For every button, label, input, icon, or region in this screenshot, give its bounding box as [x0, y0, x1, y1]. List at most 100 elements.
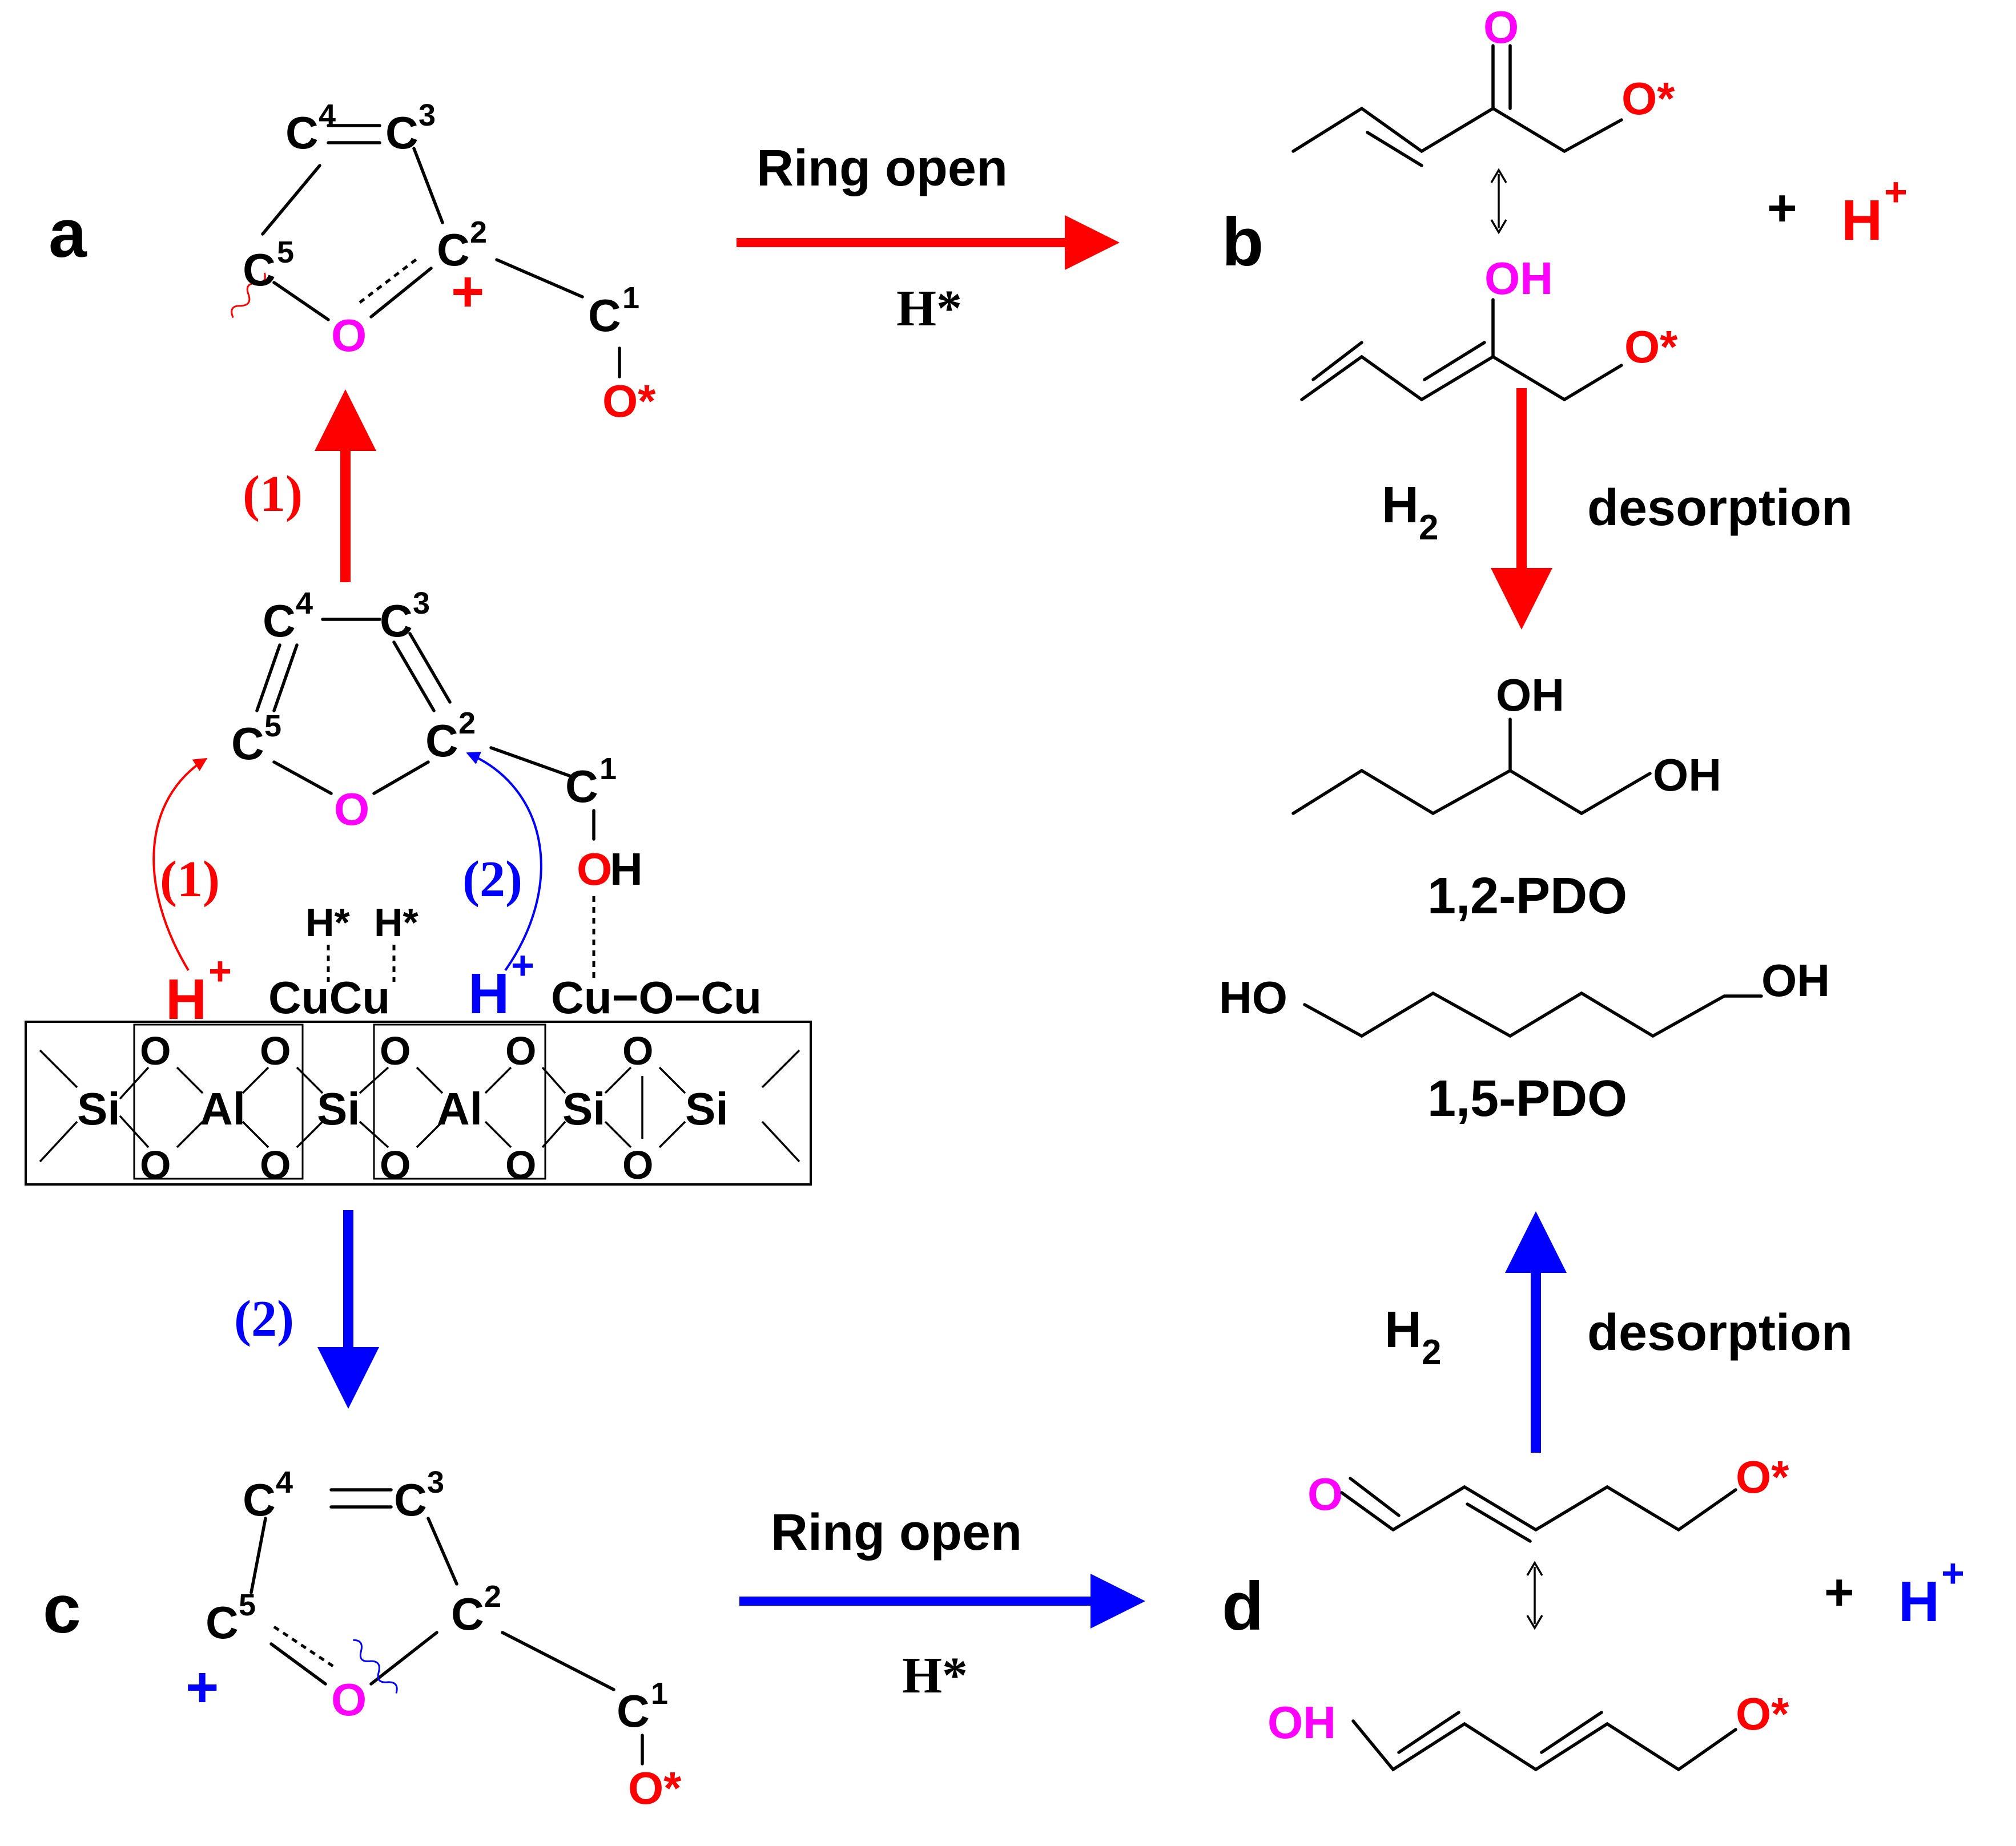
h-star-left: H* — [305, 900, 351, 945]
fw-o-3: O — [380, 1029, 411, 1073]
pdo15-structure: HO OH 1,5-PDO — [1219, 955, 1830, 1127]
ring-open-arrow-bottom: Ring open H* — [739, 1504, 1145, 1704]
proton-bottom: H — [1898, 1570, 1939, 1634]
ads-hydroxyl-o: O — [577, 844, 612, 894]
surface-oxygen-a: O* — [602, 376, 656, 426]
proton-top-charge: + — [1884, 170, 1908, 214]
structure-b: O O* OH O* — [1291, 2, 1678, 402]
enol-hydroxyl: OH — [1484, 253, 1553, 304]
catalyst-surface-species: H* H* CuCu H + H + Cu−O−Cu — [166, 900, 762, 1031]
fw-o-7: O — [260, 1143, 291, 1187]
plus-sign-bottom: + — [1824, 1564, 1854, 1621]
c-locant-2: 2 — [484, 1579, 501, 1614]
fw-o-8: O — [380, 1143, 411, 1187]
pdo12-structure: OH OH 1,2-PDO — [1291, 670, 1721, 925]
atom-c5: C — [243, 244, 276, 295]
surface-oxygen-b2: O* — [1624, 321, 1678, 372]
structure-a: C 5 C 4 C 3 C 2 O C 1 O* + — [231, 98, 656, 426]
h-star-right: H* — [374, 900, 419, 945]
pdo12-oh-2: OH — [1496, 670, 1564, 720]
ads-locant-2: 2 — [458, 706, 476, 740]
bronsted-proton-2: H — [468, 962, 509, 1026]
panel-label-a: a — [49, 195, 87, 272]
h2-sub-up: 2 — [1422, 1333, 1441, 1372]
plus-proton-top: + H + — [1767, 170, 1908, 252]
ring-oxygen-c: O — [331, 1674, 367, 1725]
ads-atom-c4: C — [263, 595, 296, 646]
locant-5: 5 — [277, 235, 294, 269]
dienol-hydroxyl: OH — [1267, 1697, 1336, 1748]
al-atom-2: Al — [437, 1083, 482, 1134]
al-atom-1: Al — [200, 1083, 246, 1134]
pdo12-oh-1: OH — [1653, 749, 1721, 800]
pdo15-ho: HO — [1219, 972, 1287, 1023]
panel-label-c: c — [43, 1571, 81, 1647]
fw-o-1: O — [140, 1029, 171, 1073]
path1-label-up: (1) — [243, 466, 303, 522]
surface-oxygen-d1: O* — [1736, 1452, 1789, 1502]
fw-o-10: O — [622, 1143, 653, 1187]
ads-ring-oxygen: O — [334, 784, 369, 835]
path2-label-down: (2) — [234, 1291, 294, 1347]
atom-c3: C — [385, 107, 419, 158]
fw-o-4: O — [505, 1029, 536, 1073]
fw-o-9: O — [505, 1143, 536, 1187]
h-star-label-bottom: H* — [902, 1647, 968, 1704]
ads-atom-c1: C — [565, 761, 598, 812]
ads-hydroxyl-h: H — [610, 844, 643, 894]
ads-atom-c2: C — [425, 715, 458, 766]
panel-label-b: b — [1222, 204, 1263, 280]
desorption-arrow-down: H 2 desorption — [1382, 388, 1853, 630]
atom-c4: C — [285, 107, 319, 158]
bronsted-proton-1-charge: + — [208, 949, 232, 993]
c-locant-4: 4 — [276, 1465, 293, 1500]
c-atom-c1: C — [617, 1686, 650, 1736]
locant-2: 2 — [470, 215, 487, 249]
c-atom-c4: C — [243, 1474, 276, 1525]
cu-o-cu: Cu−O−Cu — [551, 972, 762, 1023]
structure-d: O O* OH O* — [1267, 1452, 1789, 1772]
ads-locant-3: 3 — [413, 586, 430, 620]
desorption-arrow-up: H 2 desorption — [1385, 1211, 1853, 1453]
panel-label-d: d — [1222, 1568, 1263, 1645]
c-locant-5: 5 — [239, 1588, 256, 1622]
ring-open-arrow-top: Ring open H* — [737, 140, 1120, 337]
cation-charge-a: + — [451, 260, 484, 324]
path1-arrow-up: (1) — [243, 389, 376, 582]
surface-oxygen-c: O* — [628, 1763, 682, 1813]
c-locant-1: 1 — [651, 1676, 668, 1711]
h2-sub-down: 2 — [1419, 508, 1438, 547]
fw-o-5: O — [622, 1029, 653, 1073]
si-atom-1: Si — [77, 1083, 120, 1134]
pdo12-label: 1,2-PDO — [1427, 868, 1627, 925]
pdo15-label: 1,5-PDO — [1427, 1070, 1627, 1127]
si-atom-4: Si — [685, 1083, 729, 1134]
si-atom-2: Si — [317, 1083, 360, 1134]
h-star-label-top: H* — [896, 280, 962, 337]
cu-pair: CuCu — [268, 972, 390, 1023]
ring-open-label-top: Ring open — [756, 140, 1008, 197]
locant-4: 4 — [319, 98, 336, 132]
fw-o-2: O — [260, 1029, 291, 1073]
desorption-label-down: desorption — [1587, 479, 1853, 537]
c-locant-3: 3 — [427, 1465, 444, 1500]
si-atom-3: Si — [562, 1083, 606, 1134]
proton-bottom-charge: + — [1941, 1551, 1965, 1595]
locant-3: 3 — [419, 98, 436, 132]
surface-oxygen-d2: O* — [1736, 1688, 1789, 1739]
atom-c1: C — [588, 290, 621, 341]
c-atom-c2: C — [451, 1589, 484, 1639]
proton-top: H — [1841, 188, 1882, 252]
ketone-oxygen: O — [1483, 2, 1519, 53]
desorption-label-up: desorption — [1587, 1304, 1853, 1361]
zeolite-framework: Si Al Si Al Si Si O O O O O O O O O O — [25, 1021, 812, 1187]
bronsted-proton-2-charge: + — [511, 943, 534, 988]
ring-oxygen-a: O — [331, 310, 367, 361]
path2-arrow-down: (2) — [234, 1210, 379, 1409]
ads-locant-1: 1 — [599, 752, 617, 786]
fw-o-6: O — [140, 1143, 171, 1187]
ads-locant-5: 5 — [264, 709, 281, 743]
path2-label-curve: (2) — [462, 851, 522, 908]
path1-label-curve: (1) — [160, 851, 220, 908]
